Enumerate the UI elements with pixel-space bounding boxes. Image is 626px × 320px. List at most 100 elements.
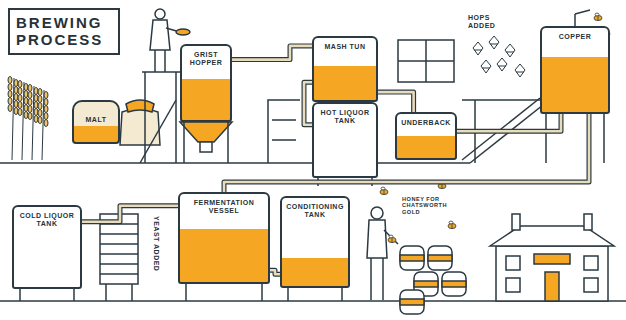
illustration-part <box>428 255 452 261</box>
illustration-part <box>516 72 524 73</box>
vessel-label: COPPER <box>542 28 608 41</box>
house <box>512 214 520 230</box>
vessel-legs <box>261 284 263 301</box>
vessel: COLD LIQUOR TANK <box>12 205 82 289</box>
note-label: HOPS ADDED <box>468 14 512 30</box>
vessel: COPPER <box>540 26 610 114</box>
mash-tun-stand <box>268 100 300 163</box>
illustration-part <box>24 84 28 91</box>
woman-figure <box>155 9 165 19</box>
illustration-part <box>14 80 18 87</box>
heat-exchanger <box>100 214 138 284</box>
house <box>506 278 520 292</box>
bees <box>380 13 610 243</box>
man-figure <box>370 258 372 300</box>
title: BREWING PROCESS <box>16 14 112 49</box>
illustration-part <box>38 110 42 117</box>
illustration-part <box>100 253 138 255</box>
window <box>398 40 454 82</box>
pipe-core <box>304 82 312 125</box>
house <box>534 254 570 264</box>
illustration-part <box>38 89 42 96</box>
house <box>584 278 598 292</box>
illustration-part <box>489 36 499 49</box>
illustration-part <box>14 94 18 101</box>
hops-icons <box>473 36 525 77</box>
illustration-part <box>34 109 38 116</box>
illustration-part <box>8 105 12 112</box>
vessel-label: HOT LIQUOR TANK <box>314 104 376 125</box>
pipe <box>82 206 178 222</box>
illustration-part <box>8 91 12 98</box>
vessel: GRIST HOPPER <box>180 44 232 122</box>
illustration-part <box>506 52 514 53</box>
illustration-part <box>474 50 482 51</box>
platform-steps <box>140 100 176 163</box>
pipe <box>378 92 414 112</box>
malt-sack: MALT <box>72 100 120 144</box>
illustration-part <box>505 44 515 57</box>
hopper-funnel <box>180 122 232 163</box>
illustration-part <box>18 88 22 95</box>
copper-stand <box>575 10 590 14</box>
illustration-part <box>38 117 42 124</box>
illustration-part <box>44 92 48 99</box>
illustration-part <box>381 187 385 190</box>
vessel-label: COLD LIQUOR TANK <box>14 207 80 228</box>
house <box>490 226 614 246</box>
vessel-label: CONDITIONING TANK <box>282 198 348 219</box>
house <box>545 272 559 301</box>
pipe-core <box>457 114 561 131</box>
vessel: HOT LIQUOR TANK <box>312 102 378 178</box>
copper-stand <box>574 14 576 26</box>
illustration-part <box>442 272 466 296</box>
vessel: CONDITIONING TANK <box>280 196 350 288</box>
pipe-core <box>378 92 414 112</box>
illustration-part <box>34 116 38 123</box>
illustration-part <box>400 246 424 270</box>
vessel-label: GRIST HOPPER <box>182 46 230 67</box>
illustration-part <box>428 246 452 270</box>
hopper-funnel <box>200 142 212 152</box>
house <box>584 256 598 270</box>
wheat-stalks <box>8 77 48 161</box>
note-label: YEAST ADDED <box>152 216 160 271</box>
woman-figure <box>164 50 166 72</box>
illustration-part <box>100 263 138 265</box>
heat-exchanger <box>100 214 138 284</box>
vessel-legs <box>287 288 289 301</box>
illustration-part <box>490 44 498 45</box>
title-box: BREWING PROCESS <box>8 8 120 55</box>
illustration-part <box>44 120 48 127</box>
illustration-part <box>497 58 507 71</box>
illustration-part <box>14 101 18 108</box>
vessel-legs <box>19 289 21 301</box>
illustration-part <box>100 273 138 275</box>
illustration-part <box>515 64 525 77</box>
vessel-legs <box>131 284 133 301</box>
mash-tun-stand <box>272 120 296 140</box>
illustration-part <box>498 66 506 67</box>
illustration-part <box>14 108 18 115</box>
copper-stand <box>545 114 547 163</box>
illustration-part <box>482 68 490 69</box>
vessel-label: MALT <box>74 102 118 124</box>
illustration-part <box>389 235 393 238</box>
house <box>506 256 520 270</box>
pipe <box>270 270 280 274</box>
illustration-part <box>100 243 138 245</box>
illustration-part <box>34 95 38 102</box>
vessel: FERMENTATION VESSEL <box>178 192 270 284</box>
illustration-part <box>28 92 32 99</box>
house <box>584 214 592 230</box>
man-figure <box>367 207 398 300</box>
illustration-part <box>8 77 12 84</box>
vessel-legs <box>185 284 187 301</box>
vessel-legs <box>73 289 75 301</box>
illustration-part <box>481 60 491 73</box>
hopper-funnel <box>227 122 229 163</box>
illustration-part <box>24 105 28 112</box>
man-figure <box>382 258 384 300</box>
illustration-part <box>38 96 42 103</box>
pipe <box>304 82 312 125</box>
